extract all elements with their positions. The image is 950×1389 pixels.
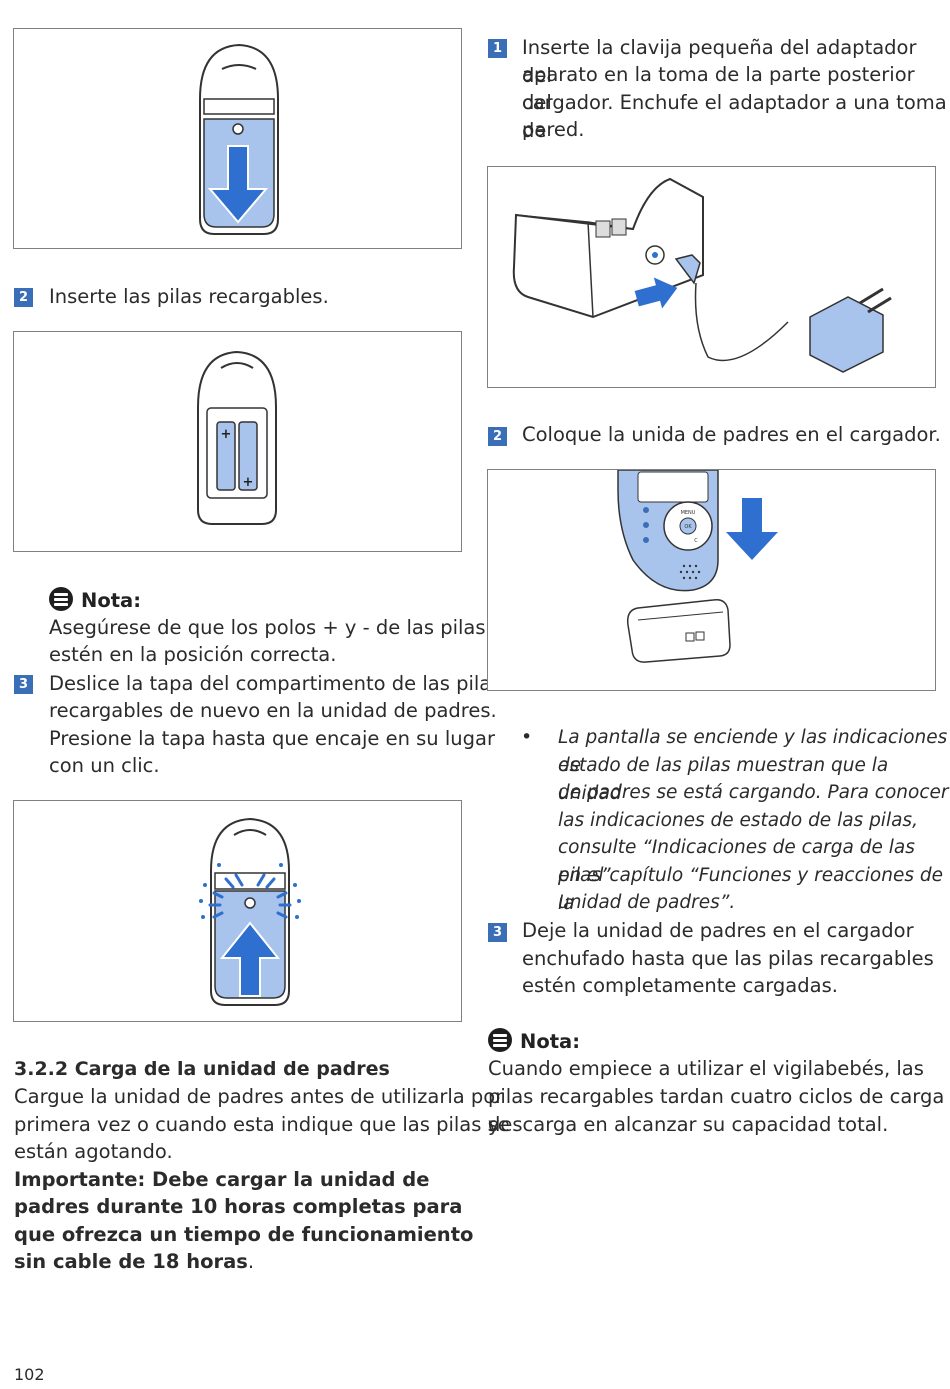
important-line-1: Importante: Debe cargar la unidad de [14, 1168, 430, 1191]
remote-cover-down-drawing [199, 43, 279, 235]
step-3-line-2: recargables de nuevo en la unidad de pad… [49, 699, 497, 722]
section-heading: 3.2.2 Carga de la unidad de padres [14, 1058, 390, 1080]
c-label: C [694, 538, 698, 544]
illustration-insert-batteries: + + [13, 331, 462, 552]
step-number-3-right: 3 [488, 923, 507, 942]
step-2-text: Inserte las pilas recargables. [49, 285, 329, 308]
step-1-line-1: Inserte la clavija pequeña del adaptador… [522, 36, 917, 87]
step-3-line-4: con un clic. [49, 754, 160, 777]
remote-cover-up-drawing [199, 817, 301, 1006]
note-icon-right [488, 1028, 512, 1052]
bullet-line-4: las indicaciones de estado de las pilas, [558, 810, 918, 831]
section-text-3: están agotando. [14, 1140, 173, 1163]
step-1-line-4: pared. [522, 118, 585, 141]
parent-unit-charger-drawing: MENU OK C [617, 470, 778, 663]
step-3-right-line-3: estén completamente cargadas. [522, 974, 838, 997]
important-line-2: padres durante 10 horas completas para [14, 1195, 463, 1218]
step-1-line-3: cargador. Enchufe el adaptador a una tom… [522, 91, 947, 142]
note-heading-left: Nota: [49, 587, 141, 614]
section-text-1: Cargue la unidad de padres antes de util… [14, 1085, 504, 1108]
step-number-2: 2 [14, 288, 33, 307]
step-3-right-line-2: enchufado hasta que las pilas recargable… [522, 947, 934, 970]
note-icon [49, 587, 73, 611]
important-end: . [247, 1250, 255, 1273]
bullet-line-7: unidad de padres”. [558, 892, 736, 913]
bullet-line-5: consulte “Indicaciones de carga de las p… [558, 837, 915, 886]
page-number: 102 [14, 1365, 45, 1384]
svg-text:+: + [221, 427, 232, 442]
illustration-close-cover [13, 800, 462, 1022]
note-right-line-1: Cuando empiece a utilizar el vigilabebés… [488, 1057, 924, 1080]
bullet-line-6: en el capítulo “Funciones y reacciones d… [558, 865, 943, 914]
step-1-line-2: aparato en la toma de la parte posterior… [522, 63, 915, 114]
bullet-line-1: La pantalla se enciende y las indicacion… [558, 727, 948, 776]
bullet-symbol: • [521, 726, 533, 748]
important-line-4-bold: sin cable de 18 horas [14, 1250, 248, 1273]
illustration-parent-unit-charger: MENU OK C [487, 469, 936, 691]
svg-text:+: + [243, 475, 254, 490]
section-text-2: primera vez o cuando esta indique que la… [14, 1113, 510, 1136]
note-right-line-2: pilas recargables tardan cuatro ciclos d… [488, 1085, 945, 1136]
step-number-1: 1 [488, 39, 507, 58]
remote-batteries-drawing: + + [197, 350, 277, 525]
note-heading-right: Nota: [488, 1028, 580, 1055]
step-3-right-line-1: Deje la unidad de padres en el cargador [522, 919, 914, 942]
illustration-remove-cover [13, 28, 462, 249]
step-2-right-text: Coloque la unida de padres en el cargado… [522, 423, 941, 446]
charger-adapter-drawing [512, 177, 892, 373]
note-text-left-1: Asegúrese de que los polos + y - de las … [49, 616, 486, 639]
note-text-left-2: estén en la posición correcta. [49, 643, 337, 666]
bullet-line-3: de padres se está cargando. Para conocer [558, 782, 949, 803]
bullet-line-2: estado de las pilas muestran que la unid… [558, 755, 889, 804]
important-line-3: que ofrezca un tiempo de funcionamiento [14, 1223, 474, 1246]
menu-label: MENU [681, 510, 696, 516]
step-number-3: 3 [14, 675, 33, 694]
step-number-2-right: 2 [488, 427, 507, 446]
important-line-4: sin cable de 18 horas. [14, 1248, 254, 1276]
note-right-line-3: descarga en alcanzar su capacidad total. [488, 1113, 889, 1136]
step-3-line-3: Presione la tapa hasta que encaje en su … [49, 727, 495, 750]
step-3-line-1: Deslice la tapa del compartimento de las… [49, 672, 502, 695]
illustration-charger-adapter [487, 166, 936, 388]
ok-label: OK [684, 524, 692, 530]
